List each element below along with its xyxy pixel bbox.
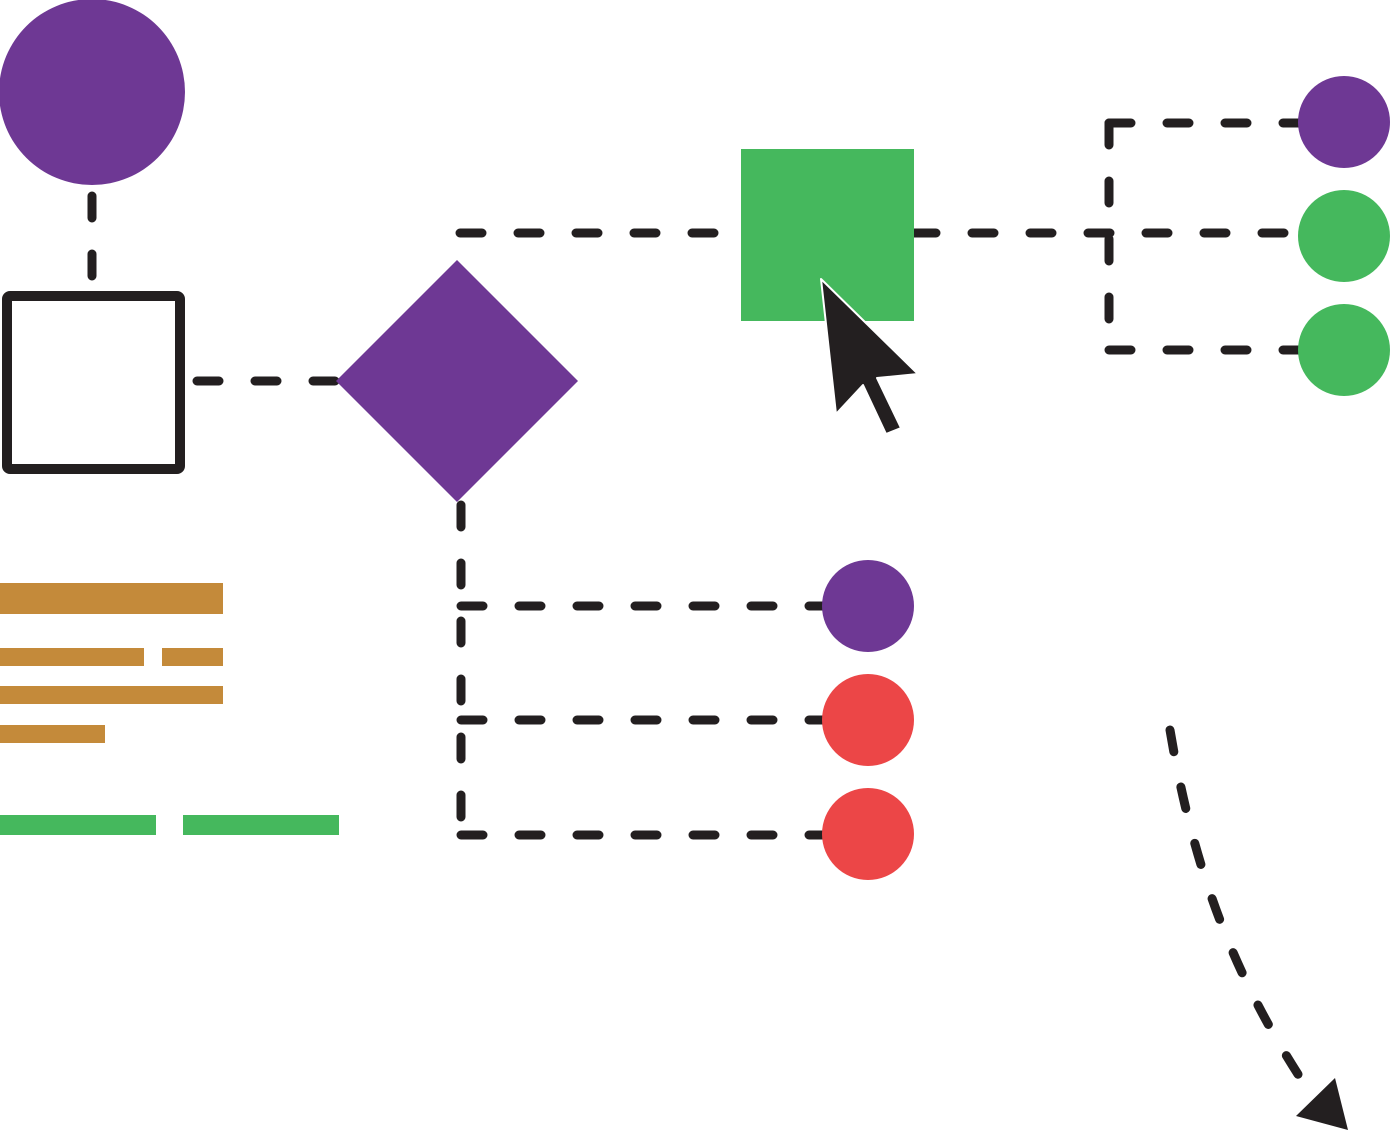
root-box[interactable] (2, 291, 185, 474)
top-node-circle[interactable] (0, 0, 185, 185)
text-line-2a (0, 648, 144, 666)
connectors (87, 118, 1320, 1105)
text-line-2b (162, 648, 223, 666)
divider-segment-2 (183, 815, 339, 835)
branch-node-purple-top-right[interactable] (1298, 76, 1390, 168)
text-placeholder (0, 583, 223, 743)
branch-node-green-bottom-right[interactable] (1298, 304, 1390, 396)
text-line-1 (0, 583, 223, 614)
decision-diamond[interactable] (336, 260, 578, 502)
divider-segment-1 (0, 815, 156, 835)
branch-node-purple-lower[interactable] (822, 560, 914, 652)
mouse-pointer-icon (820, 278, 919, 435)
branch-node-red-lower-1[interactable] (822, 674, 914, 766)
text-line-4 (0, 725, 105, 743)
text-line-3 (0, 686, 223, 704)
divider-placeholder (0, 815, 339, 835)
arrow-head-icon (1296, 1078, 1348, 1130)
branch-node-red-lower-2[interactable] (822, 788, 914, 880)
curved-arrow-line (1165, 725, 1320, 1105)
branch-node-green-middle-right[interactable] (1298, 190, 1390, 282)
